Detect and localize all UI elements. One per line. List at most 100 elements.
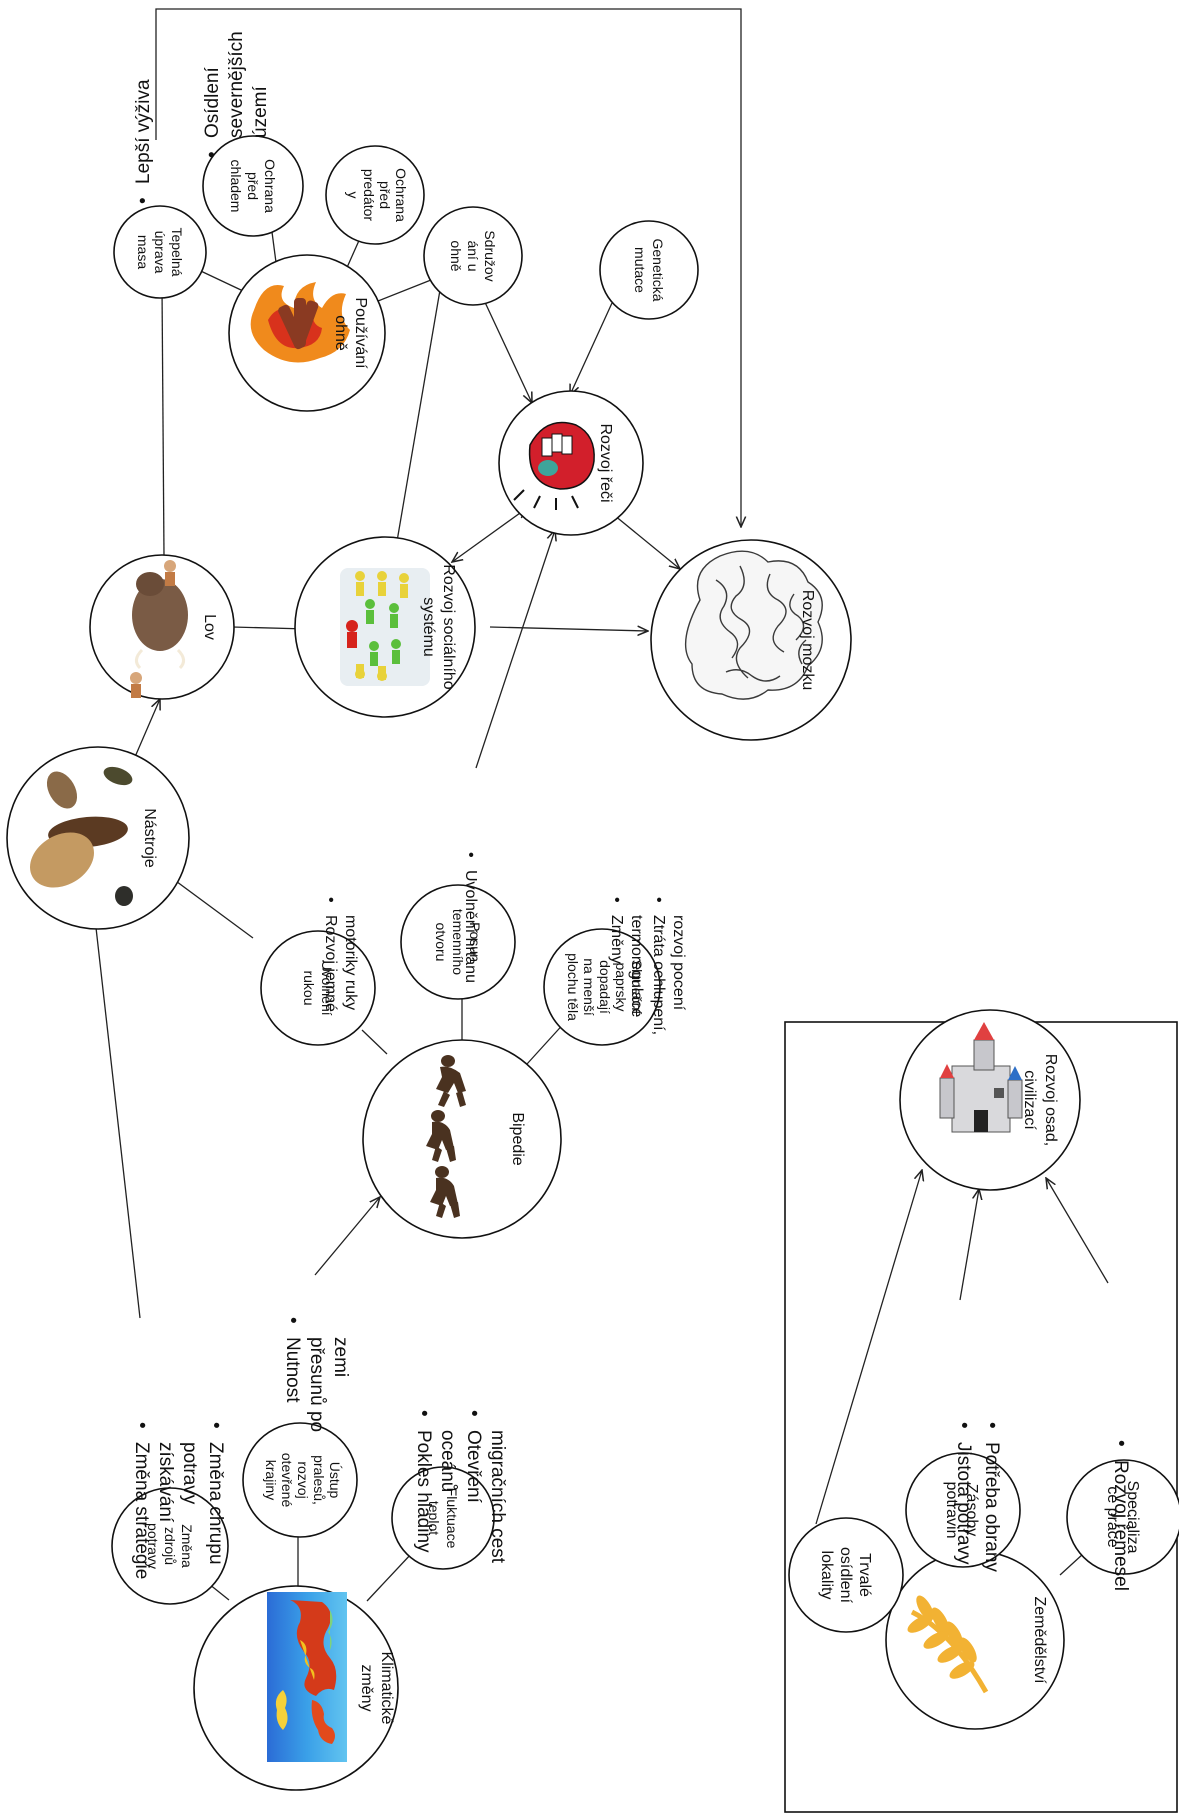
arrow-potrava-nastroje <box>93 901 141 1319</box>
bullet-lists: • Změna strategie získávání potravy • Zm… <box>131 31 1131 1591</box>
arrow-hrtan-rec <box>475 530 555 769</box>
bullet-dot: • <box>131 1422 152 1429</box>
arrow-sdruzovani-socialni <box>395 289 441 553</box>
edge-zemed-specializace <box>1059 1553 1084 1576</box>
node-geneticka-mutace <box>599 220 699 320</box>
label-zmena-zdroju: Změnazdrojůpotravy <box>145 1523 195 1569</box>
node-posun-temenniho <box>400 884 516 1000</box>
bullet-dot: • <box>133 197 154 204</box>
node-bipedie <box>362 1039 562 1239</box>
svg-text:potravy: potravy <box>179 1442 200 1505</box>
label-trvale-osidleni: Trvaléosídlenílokality <box>818 1547 873 1604</box>
svg-text:Nutnost: Nutnost <box>282 1337 303 1403</box>
bullet-dot: • <box>608 897 625 903</box>
bullet-dot: • <box>413 1410 434 1417</box>
human-evolution-icon <box>426 1055 466 1218</box>
label-ustup-pralesu: Ústuppralesů,rozvojotevřenékrajiny <box>263 1453 343 1508</box>
bullets-hrtan: • Uvolnění hrtanu <box>462 852 479 983</box>
label-lov: Lov <box>201 614 218 640</box>
svg-text:termoregulace: termoregulace <box>628 915 645 1017</box>
bullet-dot: • <box>981 1422 1002 1429</box>
label-rozvoj-socialniho: Rozvoj sociálníhosystému <box>420 564 457 690</box>
svg-text:Lepší výživa: Lepší výživa <box>133 79 154 184</box>
label-specializace: Specializace práce <box>1104 1481 1141 1554</box>
bullets-potrava: • Změna strategie získávání potravy • Zm… <box>131 1422 226 1579</box>
label-geneticka-mutace: Genetickámutace <box>632 238 666 301</box>
node-sdruzovani <box>423 206 523 306</box>
label-bipedie: Bipedie <box>509 1112 526 1165</box>
bullets-oceany: • Pokles hladiny oceánů • Otevření migra… <box>413 1410 508 1564</box>
node-fluktuace-teplot <box>391 1466 495 1570</box>
stone-tools-icon <box>30 766 133 906</box>
svg-text:získávání: získávání <box>155 1442 176 1523</box>
edge-bipedie-rukou <box>361 1029 388 1055</box>
svg-text:území: území <box>250 86 271 138</box>
label-ochrana-chlad: Ochranapředchladem <box>228 159 278 213</box>
label-tepelna-uprava: Tepelnáúpravamasa <box>135 227 185 276</box>
arrow-presuny-bipedie <box>314 1197 380 1276</box>
arrow-osidleni-mozek <box>155 8 741 527</box>
bullet-dot: • <box>462 852 479 858</box>
wheat-icon <box>907 1595 989 1694</box>
arrow-trvale-osady <box>815 1170 922 1525</box>
svg-text:migračních cest: migračních cest <box>487 1430 508 1564</box>
bullets-osidleni: • Osídlení severnějších území <box>202 31 271 158</box>
svg-text:Změna strategie: Změna strategie <box>131 1442 152 1579</box>
arrow-sdruzovani-rec <box>482 297 532 403</box>
node-ustup-pralesu <box>242 1422 358 1538</box>
mouth-speech-icon <box>513 421 595 510</box>
bullets-presuny: • Nutnost přesunů po zemi <box>282 1317 351 1432</box>
bullet-dot: • <box>202 151 223 158</box>
arrow-mutace-rec <box>570 302 613 395</box>
social-group-icon <box>340 568 430 686</box>
label-pouzivani-ohne: Používáníohně <box>332 297 369 369</box>
bullets-vyziva: • Lepší výživa <box>133 79 154 204</box>
label-rozvoj-osad: Rozvoj osad,civilizací <box>1021 1054 1059 1147</box>
bullet-dot: • <box>463 1410 484 1417</box>
bullet-dot: • <box>282 1317 303 1324</box>
campfire-icon <box>250 282 350 363</box>
node-tepelna-uprava <box>113 205 207 299</box>
svg-text:zemi: zemi <box>330 1337 351 1377</box>
svg-text:motoriky ruky: motoriky ruky <box>342 915 359 1010</box>
label-fluktuace-teplot: Fluktuaceteplot <box>426 1488 460 1549</box>
edges <box>93 8 1109 1609</box>
svg-text:Uvolnění hrtanu: Uvolnění hrtanu <box>462 870 479 983</box>
bullets-motorika: • Rozvoj jemné motoriky ruky <box>322 897 359 1012</box>
svg-text:Rozvoj řemesel: Rozvoj řemesel <box>1110 1460 1131 1591</box>
svg-text:Rozvoj jemné: Rozvoj jemné <box>322 915 339 1012</box>
node-trvale-osidleni <box>788 1517 904 1633</box>
bullets-termo: • Změny termoregulace • Ztráta ochlupení… <box>608 897 687 1035</box>
arrow-socialni-mozek <box>489 627 648 631</box>
label-zasoby: Zásobypotravin <box>943 1482 980 1539</box>
bullet-dot: • <box>953 1422 974 1429</box>
edge-ohen-sdruzovani <box>372 277 437 304</box>
arrow-socialni-rec <box>452 508 527 562</box>
label-sdruzovani: Sdružování uohně <box>448 230 498 281</box>
arrow-lov-tepelna <box>162 287 164 557</box>
node-uvolneni-rukou <box>260 930 376 1046</box>
label-rozvoj-reci: Rozvoj řeči <box>597 423 614 502</box>
bullet-dot: • <box>205 1422 226 1429</box>
svg-text:severnějších: severnějších <box>226 31 247 138</box>
arrow-jistota-osady <box>959 1189 979 1301</box>
svg-text:Pokles hladiny: Pokles hladiny <box>413 1430 434 1553</box>
arrow-remesla-osady <box>1046 1178 1109 1284</box>
label-rozvoj-mozku: Rozvoj mozku <box>799 590 816 690</box>
brain-icon <box>684 550 823 700</box>
node-ochrana-predator <box>325 145 425 245</box>
label-posun-temenniho: Posuntemenníhootvoru <box>433 909 483 975</box>
node-zmena-zdroju <box>111 1487 229 1605</box>
label-klimaticke-zmeny: Klimatickézměny <box>358 1652 395 1725</box>
label-ochrana-predator: Ochranapředpredátory <box>345 168 409 222</box>
svg-text:Ztráta ochlupení,: Ztráta ochlupení, <box>650 915 667 1035</box>
label-slunecni-paprsky: Slunečnípaprskydopadajína menšíplochu tě… <box>565 953 645 1021</box>
node-zasoby <box>905 1452 1021 1568</box>
node-ochrana-chlad <box>202 135 304 237</box>
svg-text:rozvoj pocení: rozvoj pocení <box>670 915 687 1011</box>
label-nastroje: Nástroje <box>141 808 158 868</box>
bullets-jistota: • Jistota potravy • Potřeba obrany <box>953 1422 1002 1572</box>
world-heatmap-icon <box>267 1592 347 1762</box>
svg-text:Osídlení: Osídlení <box>202 67 223 138</box>
